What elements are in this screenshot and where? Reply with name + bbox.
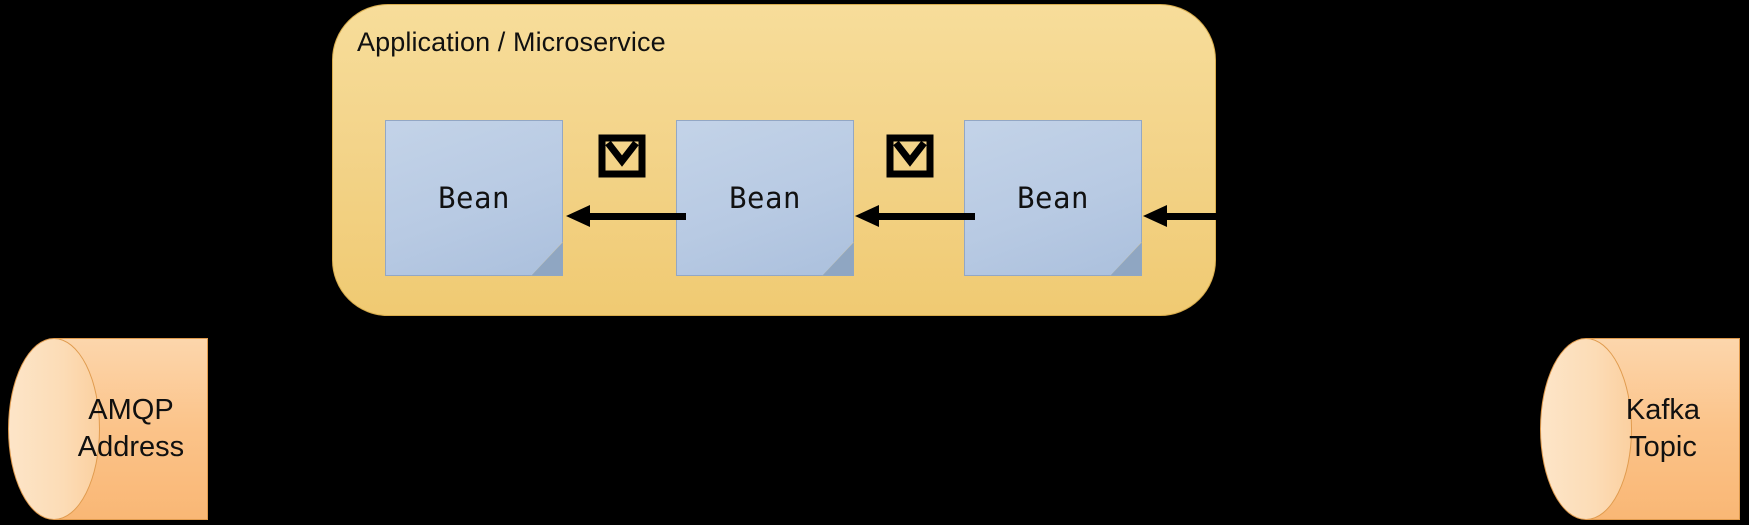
kafka-topic-line-2: Topic — [1629, 431, 1697, 463]
bean-label-3: Bean — [1017, 181, 1089, 215]
arrow-shaft — [588, 213, 686, 220]
bean-box-3[interactable]: Bean — [964, 120, 1142, 276]
kafka-topic-line-1: Kafka — [1625, 393, 1701, 426]
kafka-topic-label: Kafka Topic — [1586, 338, 1740, 520]
arrow-bean2-to-bean1 — [566, 205, 686, 227]
application-microservice-container: Application / Microservice Bean Bean — [332, 4, 1216, 316]
envelope-icon — [886, 132, 934, 180]
arrow-kafka-to-bean3 — [1143, 205, 1388, 227]
amqp-address-cylinder[interactable]: AMQP Address — [8, 338, 208, 520]
arrow-bean3-to-bean2 — [855, 205, 975, 227]
bean-paper — [964, 120, 1142, 276]
arrow-head-icon — [855, 205, 879, 227]
bean-box-1[interactable]: Bean — [385, 120, 563, 276]
bean-paper — [385, 120, 563, 276]
arrow-shaft — [877, 213, 975, 220]
bean-box-2[interactable]: Bean — [676, 120, 854, 276]
bean-label-1: Bean — [438, 181, 510, 215]
container-title: Application / Microservice — [357, 27, 666, 57]
envelope-icon — [598, 132, 646, 180]
bean-label-2: Bean — [729, 181, 801, 215]
cylinder-cap — [1540, 338, 1632, 520]
arrow-head-icon — [1143, 205, 1167, 227]
cylinder-cap — [8, 338, 100, 520]
arrow-head-icon — [566, 205, 590, 227]
bean-paper — [676, 120, 854, 276]
amqp-address-line-1: AMQP — [88, 393, 174, 426]
amqp-address-line-2: Address — [77, 431, 185, 463]
amqp-address-label: AMQP Address — [54, 338, 208, 520]
kafka-topic-cylinder[interactable]: Kafka Topic — [1540, 338, 1740, 520]
arrow-shaft — [1165, 213, 1388, 220]
